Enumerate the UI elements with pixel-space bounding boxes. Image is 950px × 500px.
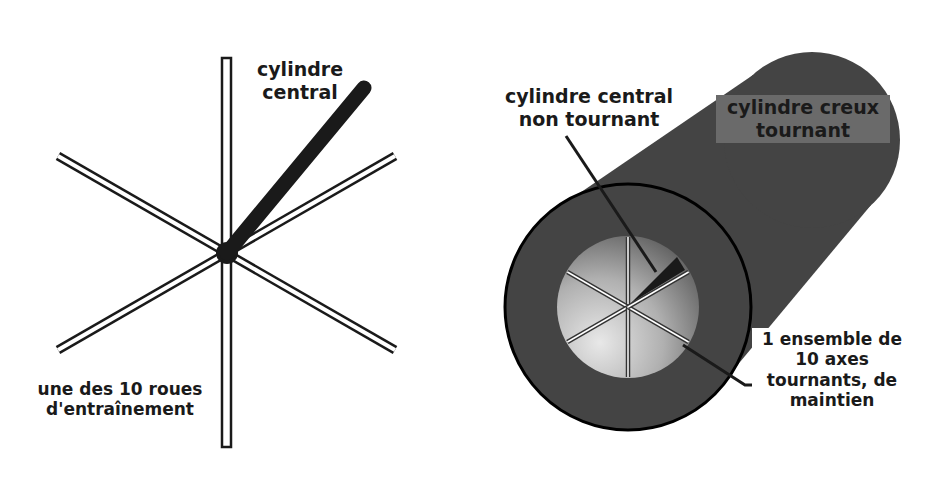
leader-line [566, 136, 656, 272]
part-label: cylindre creux tournant [716, 95, 890, 143]
axle-line [628, 307, 689, 342]
axle-line [626, 307, 631, 377]
part-label: cylindre central [240, 58, 360, 104]
part-label: une des 10 roues d'entraînement [22, 379, 218, 420]
axle-line [567, 272, 628, 307]
part-label: 1 ensemble de 10 axes tournants, de main… [752, 328, 912, 412]
central-cylinder [631, 257, 685, 303]
axle-line [627, 237, 629, 307]
axle-line [567, 307, 628, 342]
support-axles [567, 237, 688, 377]
axle-line [567, 272, 628, 307]
axle-line [567, 307, 628, 342]
leader-line [683, 345, 762, 385]
axle-line [626, 237, 631, 307]
part-label: cylindre central non tournant [490, 85, 688, 131]
axle-line [627, 307, 629, 377]
axle-line [628, 307, 689, 342]
